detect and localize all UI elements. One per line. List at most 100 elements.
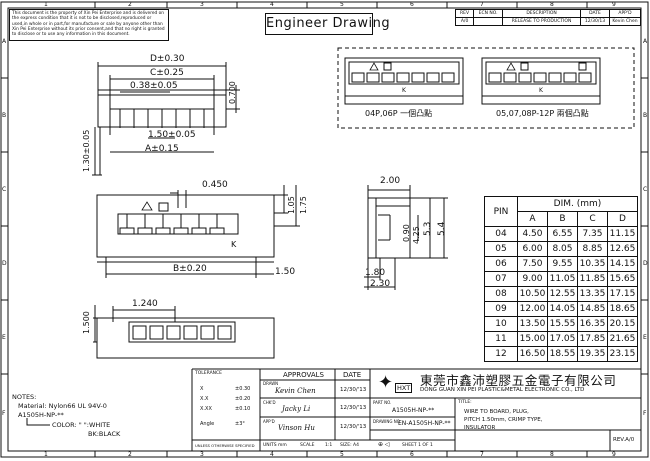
tol-xx: X.X [200, 396, 209, 402]
appd-value: Kevin Chen [608, 17, 642, 26]
part-no-label: PART NO. [373, 400, 392, 405]
grid-row-c-right: C [643, 186, 648, 193]
dim-value-cell: 23.15 [607, 346, 638, 362]
grid-col-4-bottom: 4 [270, 451, 274, 458]
grid-row-f: F [2, 410, 6, 417]
title-line-3: INSULATOR [464, 425, 496, 431]
approved-by: Vinson Hu [278, 424, 315, 432]
grid-col-2-bottom: 2 [128, 451, 132, 458]
grid-row-a: A [2, 38, 7, 45]
scale-value: 1:1 [325, 443, 333, 448]
grid-col-7-bottom: 7 [480, 451, 484, 458]
grid-row-a-right: A [643, 38, 648, 45]
notes-color-black: BK:BLACK [88, 430, 121, 438]
grid-col-8: 8 [550, 1, 554, 8]
dim-value-cell: 19.35 [577, 346, 608, 362]
dim-150: 1.50±0.05 [148, 130, 196, 140]
dim-c: C±0.25 [150, 68, 184, 78]
dim-value-cell: 21.65 [607, 331, 638, 347]
dim-side-180: 1.80 [365, 268, 386, 278]
projection-symbol: ⊕ ◁ [378, 441, 390, 448]
top-view [92, 62, 240, 176]
tol-xx-val: ±0.20 [235, 396, 251, 402]
units-label: UNITS mm [263, 443, 287, 448]
approved-label: APP'D [263, 419, 275, 424]
grid-row-e-right: E [643, 334, 647, 341]
drawing-no-label: DRAWING NO. [373, 419, 401, 424]
tolerance-label: TOLERANCE [195, 371, 223, 376]
notes-color: COLOR: " ":WHITE [52, 421, 111, 429]
tol-angle: Angle [200, 421, 215, 427]
dim-side-200: 2.00 [380, 176, 401, 186]
grid-row-f-right: F [643, 410, 647, 417]
polarity-mark-k-front: K [231, 240, 237, 249]
grid-col-2: 2 [128, 1, 132, 8]
company-logo: HXT [395, 383, 413, 393]
grid-col-3: 3 [200, 1, 204, 8]
side-view [364, 185, 448, 290]
description-value: RELEASE TO PRODUCTION [502, 17, 582, 26]
tol-xxx-val: ±0.10 [235, 406, 251, 412]
tol-x-val: ±0.30 [235, 386, 251, 392]
detail-box [337, 47, 635, 129]
grid-row-b: B [2, 112, 7, 119]
tol-angle-val: ±3° [235, 421, 245, 427]
grid-row-e: E [2, 334, 6, 341]
checked-by: Jacky Li [282, 405, 311, 413]
proprietary-notice: This document is the property of Xin Pei… [9, 9, 169, 41]
size-label: SIZE: A4 [340, 443, 359, 448]
grid-col-7: 7 [480, 1, 484, 8]
dim-value-cell: 18.55 [547, 346, 578, 362]
drawing-title: Engineer Drawing [265, 13, 390, 35]
title-block-lines [191, 368, 641, 451]
grid-col-9-bottom: 9 [612, 451, 616, 458]
part-no-value: A1505H-NP-** [392, 407, 435, 414]
company-name-cn: 東莞市鑫沛塑膠五金電子有限公司 [420, 373, 617, 388]
title-label: TITLE: [458, 400, 472, 405]
dim-150b: 1.50 [275, 267, 296, 277]
grid-col-1: 1 [44, 1, 48, 8]
drawn-by: Kevin Chen [275, 387, 316, 395]
checked-label: CHK'D [263, 400, 276, 405]
checked-date: 12/30/'13 [340, 405, 367, 411]
tol-xxx: X.XX [200, 406, 212, 412]
date-header-tb: DATE [343, 371, 362, 379]
grid-col-5-bottom: 5 [340, 451, 344, 458]
drawn-label: DRAWN [263, 381, 279, 386]
dim-side-230: 2.30 [370, 279, 391, 289]
grid-col-5: 5 [340, 1, 344, 8]
grid-col-1-bottom: 1 [44, 451, 48, 458]
dim-038: 0.38±0.05 [130, 81, 178, 91]
scale-label: SCALE [300, 443, 315, 448]
approved-date: 12/30/'13 [340, 424, 367, 430]
tol-x: X [200, 386, 204, 392]
dim-b: B±0.20 [173, 264, 207, 274]
grid-col-8-bottom: 8 [550, 451, 554, 458]
dim-1240: 1.240 [132, 299, 158, 309]
title-line-1: WIRE TO BOARD, PLUG, [464, 409, 529, 415]
unless-specified: UNLESS OTHERWISE SPECIFIED [195, 443, 255, 448]
grid-row-d-right: D [643, 260, 648, 267]
bottom-view [93, 305, 275, 359]
title-line-2: PITCH 1.50mm, CRIMP TYPE, [464, 417, 543, 423]
grid-col-6: 6 [410, 1, 414, 8]
dim-a: A±0.15 [145, 144, 179, 154]
grid-col-6-bottom: 6 [410, 451, 414, 458]
grid-row-d: D [2, 260, 7, 267]
grid-col-4: 4 [270, 1, 274, 8]
drawn-date: 12/30/'13 [340, 387, 367, 393]
front-view [96, 185, 300, 278]
notes-heading: NOTES: [12, 393, 37, 401]
polarity-mark-k-detail-1: K [402, 87, 406, 94]
detail-caption-1: 04P,06P 一個凸點 [365, 109, 433, 118]
sheet-label: SHEET 1 OF 1 [402, 443, 433, 448]
